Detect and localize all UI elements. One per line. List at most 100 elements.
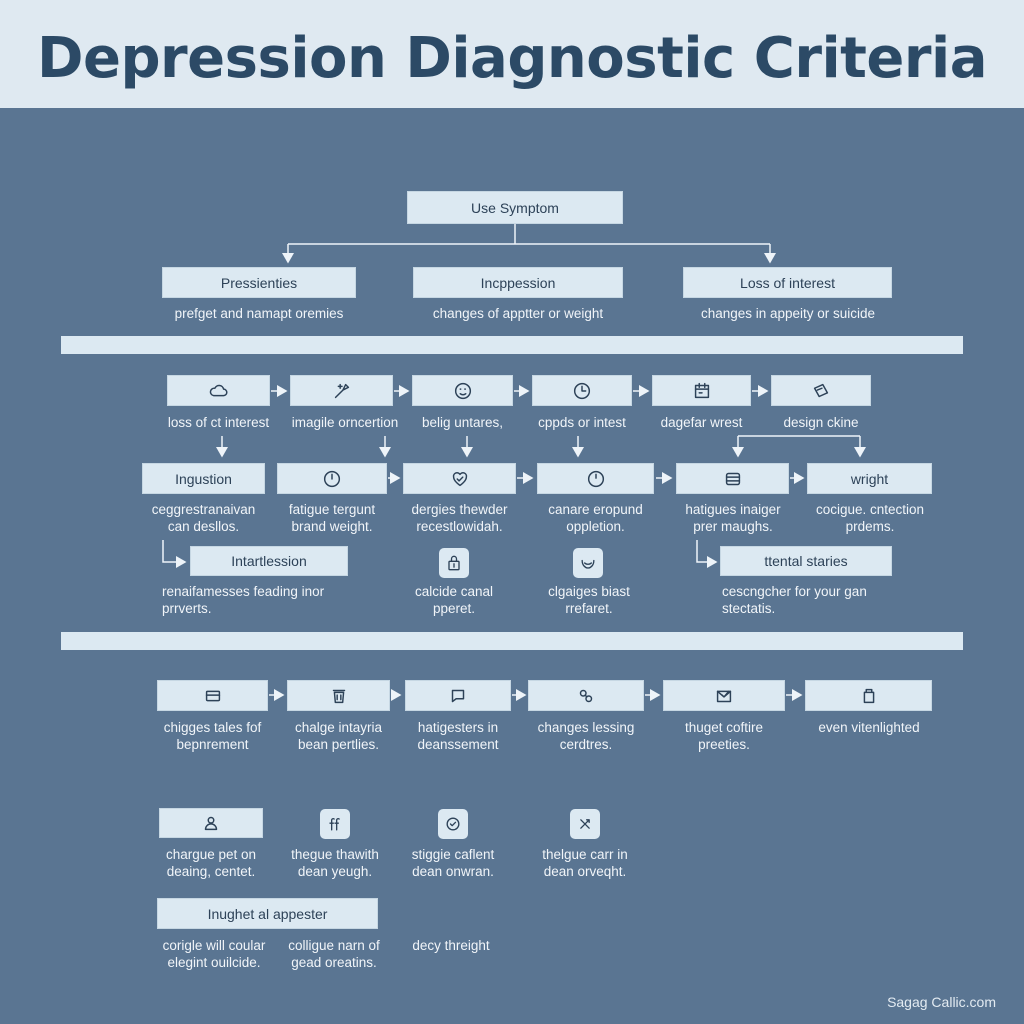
- cup-icon: [863, 688, 874, 703]
- face-icon: [454, 382, 471, 399]
- clock-icon: [573, 382, 591, 399]
- person-icon: [204, 816, 218, 831]
- branch-caption: changes of apptter or weight: [432, 306, 604, 321]
- step-node: [532, 375, 632, 406]
- step-node: [405, 680, 511, 711]
- step-caption: even vitenlighted: [818, 720, 920, 735]
- step-node: [159, 808, 263, 838]
- step-label: ttental staries: [764, 553, 848, 569]
- summary-label: Inughet al appester: [207, 905, 328, 922]
- step-caption: cppds or intest: [538, 415, 626, 430]
- step-node: Ingustion: [142, 463, 265, 494]
- step-node: ttental staries: [720, 546, 892, 576]
- branch-label: Pressienties: [220, 274, 298, 291]
- icon-tile: [570, 809, 600, 839]
- step-caption: thuget coftire preeties.: [684, 720, 764, 752]
- step-caption: calcide canal pperet.: [414, 584, 494, 616]
- step-caption: chalge intayria bean pertlies.: [294, 720, 383, 752]
- lock-icon: [448, 555, 460, 571]
- step-caption: dergies thewder recestlowidah.: [411, 502, 508, 534]
- root-node: Use Symptom: [407, 191, 623, 224]
- section-divider: [61, 632, 963, 650]
- step-caption: changes lessing cerdtres.: [537, 720, 635, 752]
- pills-icon: [579, 689, 593, 702]
- step-node: wright: [807, 463, 932, 494]
- header-band: Depression Diagnostic Criteria: [0, 0, 1024, 108]
- step-caption: clgaiges biast rrefaret.: [548, 584, 630, 616]
- branch-label: Incppession: [480, 274, 556, 291]
- icon-tile: [573, 548, 603, 578]
- step-caption: dagefar wrest: [660, 415, 743, 430]
- clock-icon: [323, 470, 341, 487]
- step-caption: chargue pet on deaing, centet.: [165, 847, 257, 879]
- summary-node: Inughet al appester: [157, 898, 378, 929]
- step-node: [403, 463, 516, 494]
- branch-label: Loss of interest: [740, 274, 835, 291]
- branch-node: Pressienties: [162, 267, 356, 298]
- heart-icon: [452, 471, 467, 486]
- step-node: [771, 375, 871, 406]
- step-caption: cocigue. cntection prdems.: [815, 502, 925, 534]
- summary-caption: decy threight: [412, 938, 490, 953]
- step-node: [157, 680, 268, 711]
- step-caption: renaifamesses feading inor prrverts.: [162, 584, 325, 616]
- branch-node: Incppession: [413, 267, 623, 298]
- page-title: Depression Diagnostic Criteria: [37, 26, 988, 91]
- step-label: Intartlession: [231, 553, 307, 569]
- step-node: [528, 680, 644, 711]
- stack-icon: [725, 472, 740, 485]
- step-caption: hatigues inaiger prer maughs.: [685, 502, 781, 534]
- summary-caption: corigle will coular elegint ouilcide.: [162, 938, 266, 970]
- step-caption: canare eropund oppletion.: [548, 502, 643, 534]
- card-icon: [205, 690, 220, 701]
- step-label: Ingustion: [175, 470, 232, 487]
- trash-icon: [332, 689, 345, 703]
- icon-tile: [439, 548, 469, 578]
- step-caption: hatigesters in deanssement: [417, 720, 499, 752]
- step-caption: cescngcher for your gan stectatis.: [722, 584, 867, 616]
- icon-tile: [438, 809, 468, 839]
- x-arrows-icon: [580, 819, 590, 829]
- step-caption: loss of ct interest: [167, 415, 270, 430]
- root-node-label: Use Symptom: [471, 199, 559, 216]
- brush-icon: [334, 383, 349, 398]
- branch-node: Loss of interest: [683, 267, 892, 298]
- ff-icon: [329, 818, 340, 831]
- step-node: [277, 463, 387, 494]
- clock-icon: [587, 470, 604, 487]
- branch-caption: changes in appeity or suicide: [700, 306, 876, 321]
- step-node: [412, 375, 513, 406]
- section-divider: [61, 336, 963, 354]
- step-caption: fatigue tergunt brand weight.: [288, 502, 376, 534]
- cloud-icon: [209, 384, 227, 396]
- step-node: [652, 375, 751, 406]
- summary-caption: colligue narn of gead oreatins.: [288, 938, 380, 970]
- smile-icon: [581, 559, 595, 569]
- step-node: [287, 680, 390, 711]
- step-caption: chigges tales fof bepnrement: [163, 720, 262, 752]
- step-caption: imagile orncertion: [291, 415, 399, 430]
- step-caption: thegue thawith dean yeugh.: [291, 847, 379, 879]
- check-mail-icon: [716, 690, 732, 702]
- step-caption: belig untares,: [421, 415, 504, 430]
- chat-icon: [451, 689, 465, 702]
- icon-tile: [320, 809, 350, 839]
- step-node: [290, 375, 393, 406]
- step-node: [537, 463, 654, 494]
- step-node: Intartlession: [190, 546, 348, 576]
- step-node: [663, 680, 785, 711]
- step-caption: ceggrestranaivan can desllos.: [151, 502, 256, 534]
- branch-caption: prefget and namapt oremies: [174, 306, 344, 321]
- calendar-icon: [694, 382, 709, 398]
- step-label: wright: [850, 470, 889, 487]
- step-caption: thelgue carr in dean orveqht.: [542, 847, 628, 879]
- step-caption: design ckine: [783, 415, 859, 430]
- step-caption: stiggie caflent dean onwran.: [411, 847, 495, 879]
- footer-credit: Sagag Callic.com: [887, 994, 996, 1010]
- step-node: [805, 680, 932, 711]
- step-node: [167, 375, 270, 406]
- check-circle-icon: [446, 817, 460, 831]
- card-icon: [813, 383, 829, 397]
- step-node: [676, 463, 789, 494]
